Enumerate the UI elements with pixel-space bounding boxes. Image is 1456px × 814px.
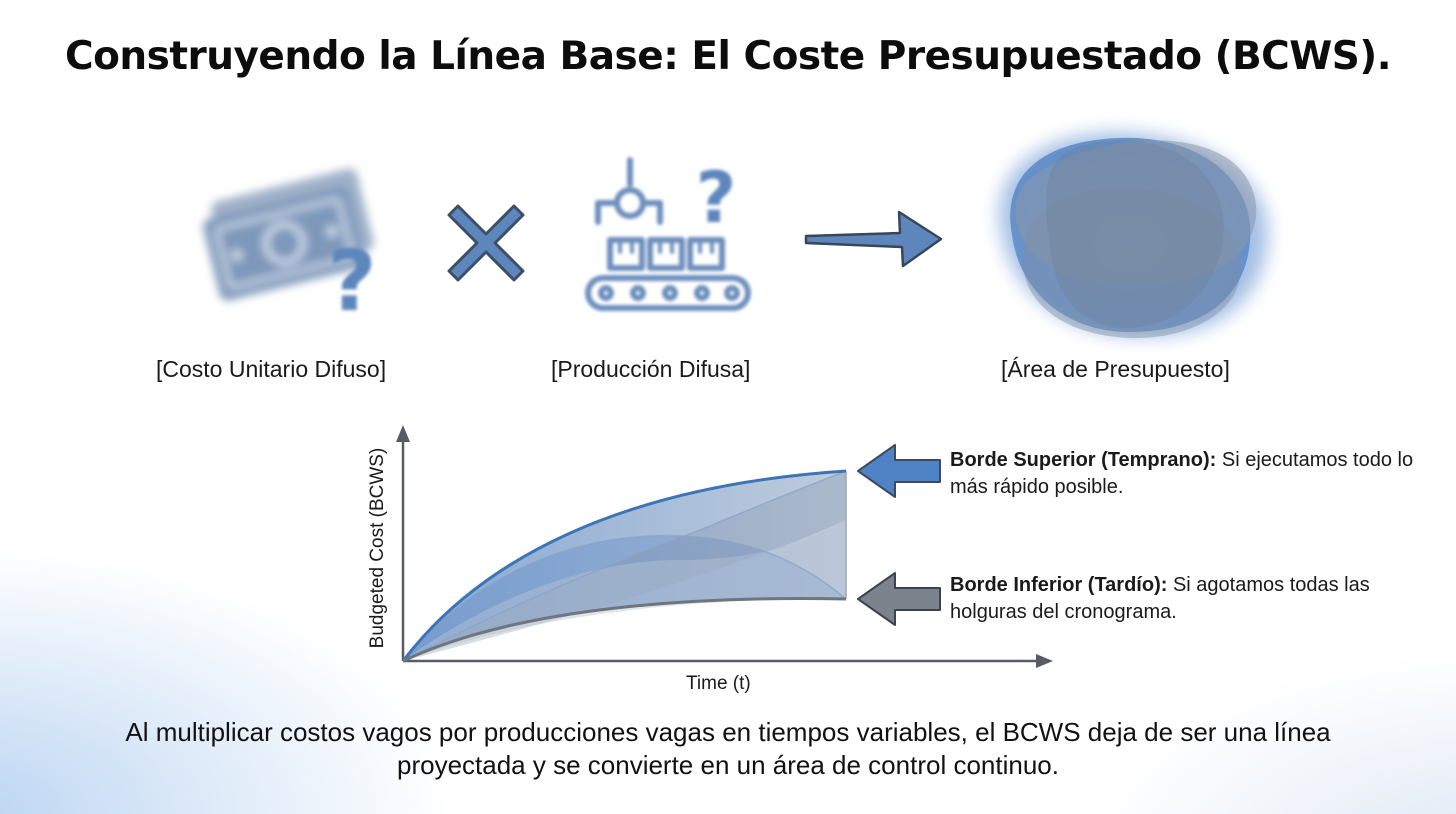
bcws-envelope-area <box>403 471 846 661</box>
upper-pointer-arrow-icon <box>857 444 941 498</box>
upper-note-title: Borde Superior (Temprano): <box>950 449 1217 471</box>
x-axis <box>403 654 1053 668</box>
arrow-right-icon <box>804 210 943 268</box>
page-title: Construyendo la Línea Base: El Coste Pre… <box>64 34 1392 79</box>
upper-note-text: Si ejecutamos todo lo más rápido posible… <box>950 449 1414 498</box>
conveyor-production-icon <box>585 157 751 311</box>
y-axis <box>396 425 410 661</box>
overlap-curve-area <box>403 471 846 661</box>
lower-note-title: Borde Inferior (Tardío): <box>950 574 1168 596</box>
budget-area-blob <box>999 132 1269 339</box>
footer-explanation: Al multiplicar costos vagos por producci… <box>125 717 1331 780</box>
dollar-icon: $ <box>277 231 292 256</box>
upper-boundary-curve <box>401 469 847 662</box>
x-axis-label: Time (t) <box>686 673 751 694</box>
caption-production: [Producción Difusa] <box>551 356 751 382</box>
lower-boundary-note: Borde Inferior (Tardío): Si agotamos tod… <box>950 572 1420 626</box>
overlap-curve-line <box>402 470 847 662</box>
question-mark-icon: ? <box>696 157 737 239</box>
upper-boundary-note: Borde Superior (Temprano): Si ejecutamos… <box>950 447 1420 501</box>
multiply-icon <box>447 204 525 282</box>
y-axis-label: Budgeted Cost (BCWS) <box>367 447 388 649</box>
lower-pointer-arrow-icon <box>857 572 941 626</box>
overlap-curve-line <box>402 534 847 662</box>
lower-note-text: Si agotamos todas las holguras del crono… <box>950 574 1370 623</box>
question-mark-icon: ? <box>328 232 377 330</box>
caption-budget-area: [Área de Presupuesto] <box>1001 356 1230 382</box>
overlap-curve-area <box>403 535 846 661</box>
caption-unit-cost: [Costo Unitario Difuso] <box>156 356 387 382</box>
lower-boundary-curve <box>402 597 847 663</box>
blurred-money-icon <box>203 168 374 301</box>
